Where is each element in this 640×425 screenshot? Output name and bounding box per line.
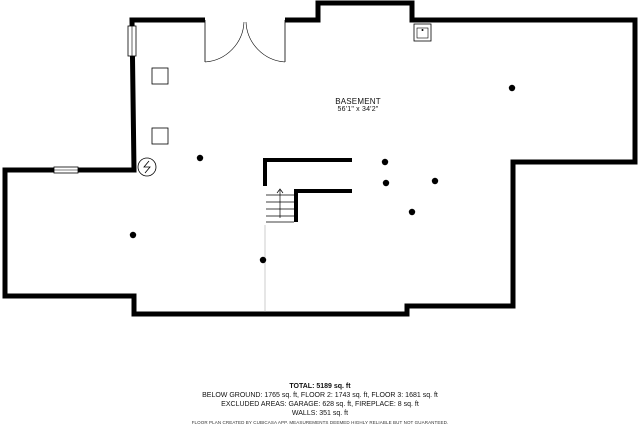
total-area: TOTAL: 5189 sq. ft (289, 383, 351, 390)
excluded-areas: EXCLUDED AREAS: GARAGE: 628 sq. ft, FIRE… (221, 401, 419, 408)
water-heater-icon (137, 157, 157, 177)
room-dimensions: 56'1" x 34'2" (337, 106, 379, 113)
light-fixture-icon (382, 179, 390, 187)
light-fixture-icon (196, 154, 204, 162)
interior-wall (294, 189, 352, 222)
sink-icon (413, 23, 432, 42)
light-fixture-icon (129, 231, 137, 239)
light-fixture-icon (431, 177, 439, 185)
walls-area: WALLS: 351 sq. ft (291, 410, 349, 417)
light-fixture-icon (408, 208, 416, 216)
fixture-box (151, 127, 169, 145)
door-swing-icon (204, 17, 286, 63)
light-fixture-icon (381, 158, 389, 166)
light-fixture-icon (259, 256, 267, 264)
floor-areas: BELOW GROUND: 1765 sq. ft, FLOOR 2: 1743… (202, 392, 438, 399)
window-icon (53, 166, 79, 174)
room-name: BASEMENT (335, 97, 381, 106)
exterior-wall (2, 0, 638, 317)
light-fixture-icon (508, 84, 516, 92)
disclaimer-footer: FLOOR PLAN CREATED BY CUBICASA APP. MEAS… (191, 420, 449, 425)
light-fixtures (129, 84, 516, 264)
staircase-icon (266, 188, 294, 223)
window-icon (127, 25, 137, 57)
fixture-box (151, 67, 169, 85)
